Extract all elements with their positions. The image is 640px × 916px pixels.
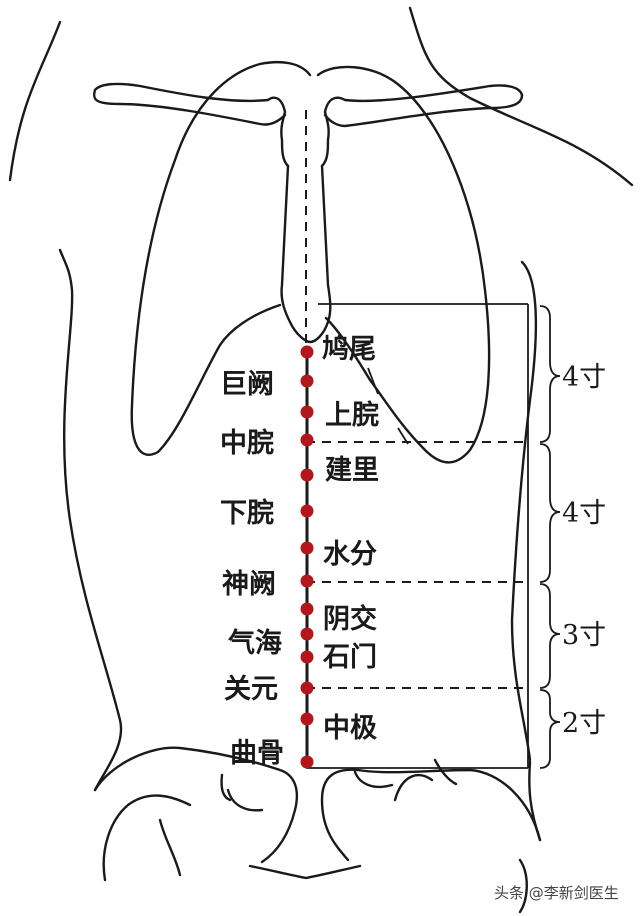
pelvis-outline: [93, 746, 542, 914]
label-xiawan: 下脘: [220, 498, 274, 529]
measurement-upper: 4寸: [562, 362, 606, 393]
acupoint-juque: [300, 374, 314, 388]
acupoint-xiawan: [300, 504, 314, 518]
acupoint-qihai: [300, 627, 314, 641]
label-qugu: 曲骨: [230, 738, 284, 769]
acupoint-zhongwan: [300, 433, 314, 447]
acupoint-shimen: [300, 650, 314, 664]
label-shuifen: 水分: [323, 539, 377, 570]
shangwan-leader: [397, 427, 409, 445]
acupoint-jiuwei: [300, 345, 314, 359]
label-qihai: 气海: [227, 628, 282, 659]
acupoint-shuifen: [300, 541, 314, 555]
label-zhongwan: 中脘: [220, 428, 274, 459]
measurement-lines: [306, 303, 529, 769]
label-juque: 巨阙: [220, 369, 274, 400]
label-shenque: 神阙: [222, 569, 276, 600]
label-jiuwei: 鸠尾: [322, 334, 376, 365]
acupoint-qugu: [300, 755, 314, 769]
acupoint-guanyuan: [300, 681, 314, 695]
measurement-middle: 4寸: [562, 498, 606, 529]
measurement-braces: [539, 305, 561, 769]
measurement-bottom: 2寸: [562, 708, 606, 739]
watermark: 头条 @李新剑医生: [494, 884, 619, 902]
acupoint-markers: [300, 345, 314, 769]
label-shimen: 石门: [322, 642, 377, 673]
measurement-lower: 3寸: [562, 620, 606, 651]
label-guanyuan: 关元: [224, 674, 278, 705]
label-jianli: 建里: [325, 455, 379, 486]
jiuwei-leader: [367, 367, 379, 395]
label-zhongji: 中极: [323, 713, 377, 744]
acupoint-shenque: [300, 574, 314, 588]
acupoint-yinjiao: [300, 602, 314, 616]
torso-outline: [8, 6, 634, 842]
ribcage-outline: [130, 61, 491, 464]
sternum-outline: [93, 82, 524, 345]
label-shangwan: 上脘: [325, 400, 379, 431]
label-yinjiao: 阴交: [323, 603, 377, 635]
acupoint-zhongji: [300, 712, 314, 726]
acupoint-shangwan: [300, 405, 314, 419]
acupoint-jianli: [300, 468, 314, 482]
